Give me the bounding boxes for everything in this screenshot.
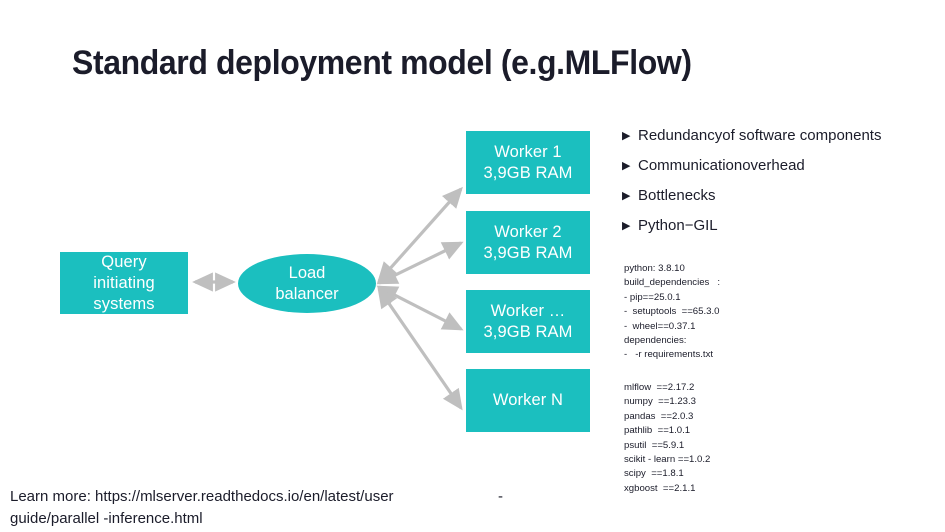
worker-node-4: Worker N: [466, 369, 590, 432]
arrow-balancer-to-worker-3: [376, 285, 464, 331]
worker-3-name: Worker …: [490, 301, 566, 320]
query-initiating-systems-node: Query initiating systems: [60, 252, 188, 314]
footer-dash: -: [498, 488, 503, 505]
bullet-item-label: Python−GIL: [638, 217, 718, 234]
query-box-line-1: Query: [101, 252, 147, 271]
bullet-item-label: Bottlenecks: [638, 187, 716, 204]
worker-2-name: Worker 2: [494, 222, 562, 241]
worker-node-3: Worker … 3,9GB RAM: [466, 290, 590, 353]
bullet-item-label: Redundancyof software components: [638, 127, 882, 144]
worker-1-name: Worker 1: [494, 142, 562, 161]
arrow-balancer-to-worker-4: [377, 286, 463, 411]
bullet-item-bottlenecks: ▶ Bottlenecks: [622, 186, 932, 206]
triangle-bullet-icon: ▶: [622, 130, 631, 142]
triangle-bullet-icon: ▶: [622, 190, 631, 202]
requirements-snippet: mlflow ==2.17.2 numpy ==1.23.3 pandas ==…: [624, 382, 711, 494]
footer-url-line-1: Learn more: https://mlserver.readthedocs…: [10, 488, 394, 505]
worker-node-2: Worker 2 3,9GB RAM: [466, 211, 590, 274]
worker-node-1: Worker 1 3,9GB RAM: [466, 131, 590, 194]
conda-environment-snippet: python: 3.8.10 build_dependencies : - pi…: [624, 263, 721, 361]
worker-2-ram: 3,9GB RAM: [483, 243, 573, 262]
drawbacks-bullet-list: ▶ Redundancyof software components ▶ Com…: [622, 126, 932, 246]
query-box-line-2: initiating: [93, 273, 155, 292]
load-balancer-line-1: Load: [288, 263, 326, 282]
triangle-bullet-icon: ▶: [622, 220, 631, 232]
load-balancer-node: Load balancer: [238, 254, 376, 313]
footer-line-1: Learn more: https://mlserver.readthedocs…: [10, 486, 530, 508]
query-box-line-3: systems: [93, 294, 155, 313]
bullet-item-label: Communicationoverhead: [638, 157, 805, 174]
load-balancer-line-2: balancer: [275, 284, 339, 303]
arrow-balancer-to-worker-2: [376, 241, 464, 285]
bullet-item-python-gil: ▶ Python−GIL: [622, 216, 932, 236]
arrow-balancer-to-worker-1: [377, 186, 463, 284]
footer-url-line-2: guide/parallel -inference.html: [10, 510, 203, 527]
bullet-item-communication: ▶ Communicationoverhead: [622, 156, 932, 176]
worker-4-name: Worker N: [492, 391, 564, 409]
page-title: Standard deployment model (e.g.MLFlow): [72, 44, 692, 82]
triangle-bullet-icon: ▶: [622, 160, 631, 172]
worker-3-ram: 3,9GB RAM: [483, 322, 573, 341]
learn-more-footer: Learn more: https://mlserver.readthedocs…: [10, 486, 530, 530]
worker-1-ram: 3,9GB RAM: [483, 163, 573, 182]
bullet-item-redundancy: ▶ Redundancyof software components: [622, 126, 932, 146]
